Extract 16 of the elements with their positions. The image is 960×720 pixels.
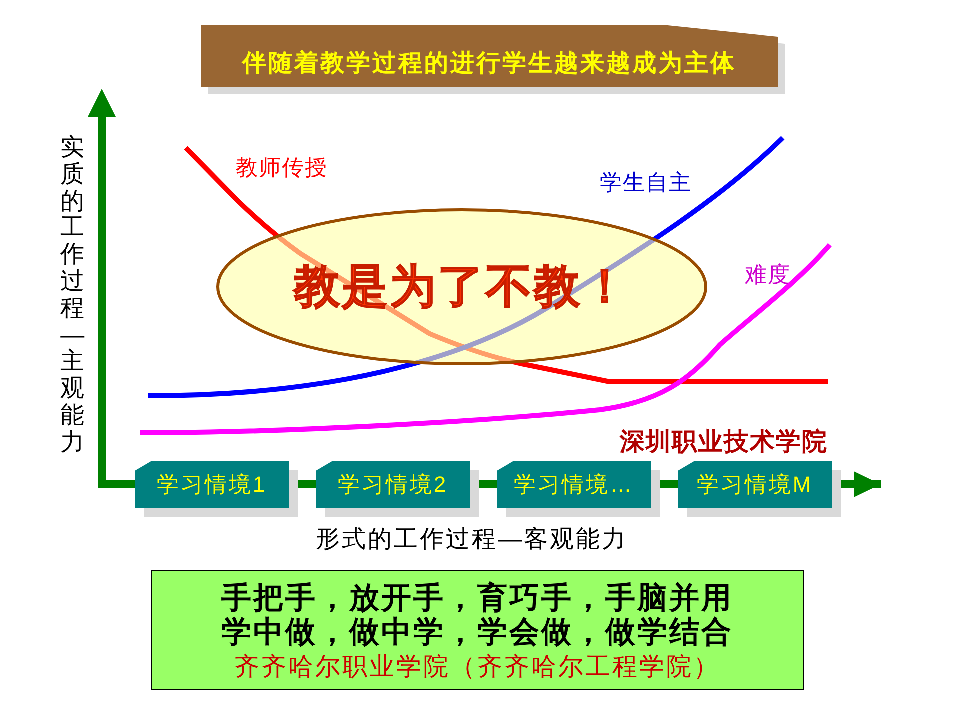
institution-name: 深圳职业技术学院 [620,428,828,457]
curve-label: 教师传授 [236,155,328,180]
connector-line [298,480,316,488]
connector-line [479,480,497,488]
axis-label: 实质的工作过程—主观能力 [60,135,86,457]
institution-name: 齐齐哈尔职业学院（齐齐哈尔工程学院） [234,652,720,682]
slogan-text: 学中做，做中学，学会做，做学结合 [222,616,734,650]
curve-label: 学生自主 [600,170,692,196]
axis-label: 形式的工作过程—客观能力 [316,526,628,554]
highlight-ellipse: 教是为了不教！ [216,208,708,366]
title-banner: 伴随着教学过程的进行学生越来越成为主体 [201,25,786,95]
slogan-text: 手把手，放开手，育巧手，手脑并用 [222,582,734,616]
curve-label: 难度 [745,262,791,288]
arrow [841,472,881,498]
text-panel [151,570,804,690]
connector-line [660,480,678,488]
